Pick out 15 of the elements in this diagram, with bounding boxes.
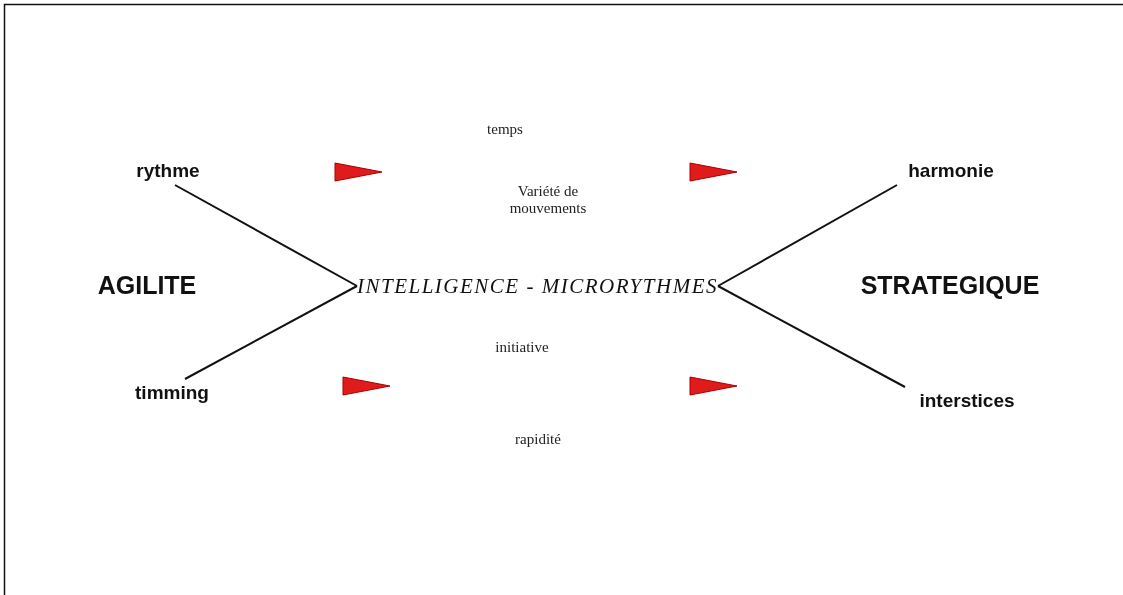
term-label: timming <box>104 380 240 406</box>
note-text: rapidité <box>514 431 562 448</box>
heading-label: AGILITE <box>70 269 224 301</box>
connector-line <box>717 285 906 388</box>
connector-line <box>184 285 358 380</box>
note-text: initiative <box>494 339 550 356</box>
connector-line <box>174 184 358 287</box>
note-text: temps <box>486 121 524 138</box>
term-label: rythme <box>108 158 228 184</box>
term-label: interstices <box>885 388 1049 414</box>
connector-line <box>717 184 898 287</box>
heading-label: STRATEGIQUE <box>812 269 1088 301</box>
term-label: harmonie <box>880 158 1022 184</box>
central-concept-label: INTELLIGENCE - MICRORYTHMES <box>357 273 718 299</box>
note-text: Variété de mouvements <box>508 183 588 217</box>
